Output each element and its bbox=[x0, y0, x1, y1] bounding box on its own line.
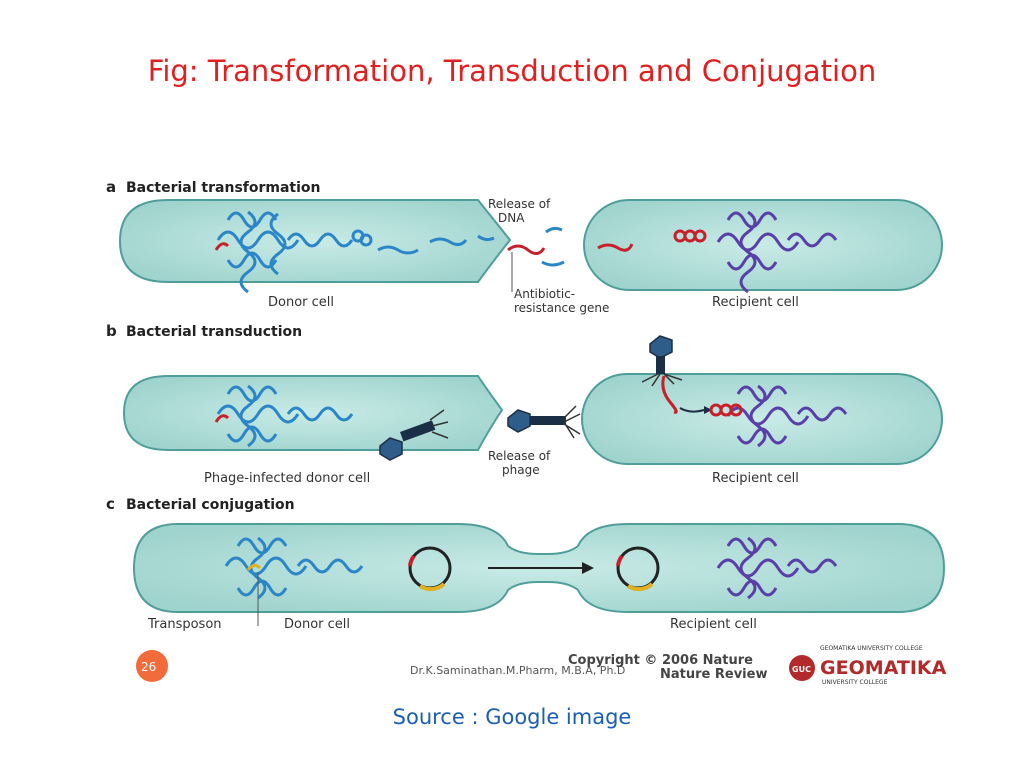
recipient-cell-label-a: Recipient cell bbox=[712, 295, 799, 310]
recipient-cell-a bbox=[583, 199, 943, 291]
gene-label-2: resistance gene bbox=[514, 301, 609, 315]
slide-number-badge bbox=[136, 650, 168, 682]
recipient-chromosome-c bbox=[716, 536, 838, 600]
released-dna-fragments-a bbox=[377, 226, 565, 267]
panel-b-transduction: b Bacterial transduction bbox=[106, 322, 943, 486]
released-phage bbox=[507, 405, 581, 439]
donor-cell-a bbox=[118, 199, 512, 283]
phage-attached-recipient bbox=[641, 335, 683, 414]
panel-b-letter: b bbox=[106, 322, 117, 340]
incoming-gene-a bbox=[597, 243, 634, 252]
panel-a-letter: a bbox=[106, 178, 116, 196]
recipient-cell-b bbox=[581, 373, 943, 465]
college-logo: GUC bbox=[789, 655, 815, 681]
release-dna-label-1: Release of bbox=[488, 197, 551, 211]
gene-label-1: Antibiotic- bbox=[514, 287, 575, 301]
donor-cell-b bbox=[122, 375, 504, 451]
copyright-text: Copyright © 2006 Nature bbox=[568, 653, 753, 668]
release-dna-label-2: DNA bbox=[498, 211, 525, 225]
recipient-cell-label-c: Recipient cell bbox=[670, 617, 757, 632]
slide-title: Fig: Transformation, Transduction and Co… bbox=[147, 54, 877, 88]
donor-chromosome-c bbox=[224, 536, 364, 600]
panel-a-transformation: a Bacterial transformation Release of DN… bbox=[106, 178, 943, 315]
release-phage-label-2: phage bbox=[502, 463, 540, 477]
panel-b-heading: Bacterial transduction bbox=[126, 324, 302, 340]
bacterial-gene-transfer-figure: a Bacterial transformation Release of DN… bbox=[98, 170, 960, 690]
donor-cell-label-a: Donor cell bbox=[268, 295, 334, 310]
college-logo-letters: GUC bbox=[792, 665, 811, 674]
phage-inside-donor bbox=[379, 409, 449, 461]
plasmid-recipient bbox=[616, 546, 660, 592]
donor-chromosome-a bbox=[216, 210, 373, 294]
panel-a-heading: Bacterial transformation bbox=[126, 180, 321, 196]
gene-donor-b bbox=[214, 414, 230, 423]
journal-name: Nature Review bbox=[660, 667, 767, 682]
college-small-caption: GEOMATIKA UNIVERSITY COLLEGE bbox=[820, 645, 923, 652]
injection-arrow-b bbox=[679, 407, 705, 413]
college-subtitle: UNIVERSITY COLLEGE bbox=[822, 679, 888, 686]
plasmid-donor bbox=[408, 546, 452, 592]
recipient-cell-label-b: Recipient cell bbox=[712, 471, 799, 486]
source-caption: Source : Google image bbox=[392, 705, 632, 729]
recipient-chromosome-b bbox=[726, 384, 848, 448]
integrated-gene-a bbox=[673, 229, 707, 243]
release-phage-label-1: Release of bbox=[488, 449, 551, 463]
recipient-chromosome-a bbox=[716, 210, 838, 294]
integrated-gene-b bbox=[709, 403, 743, 417]
panel-c-heading: Bacterial conjugation bbox=[126, 497, 295, 513]
antibiotic-resistance-gene-donor-a bbox=[214, 242, 230, 251]
transfer-arrowhead-c bbox=[582, 562, 594, 574]
college-name: GEOMATIKA bbox=[820, 657, 947, 679]
injection-arrowhead-b bbox=[704, 406, 712, 414]
transposon-label: Transposon bbox=[147, 617, 222, 632]
donor-chromosome-b bbox=[216, 384, 354, 448]
panel-c-letter: c bbox=[106, 495, 115, 513]
figure-footer: 26 Dr.K.Saminathan.M.Pharm, M.B.A, Ph.D … bbox=[136, 645, 947, 686]
slide-number: 26 bbox=[141, 660, 156, 674]
donor-cell-label-b: Phage-infected donor cell bbox=[204, 471, 370, 486]
donor-cell-label-c: Donor cell bbox=[284, 617, 350, 632]
panel-c-conjugation: c Bacterial conjugation Transposon Donor… bbox=[106, 495, 946, 632]
author-credit: Dr.K.Saminathan.M.Pharm, M.B.A, Ph.D bbox=[410, 664, 625, 677]
transposon-c bbox=[246, 563, 262, 571]
